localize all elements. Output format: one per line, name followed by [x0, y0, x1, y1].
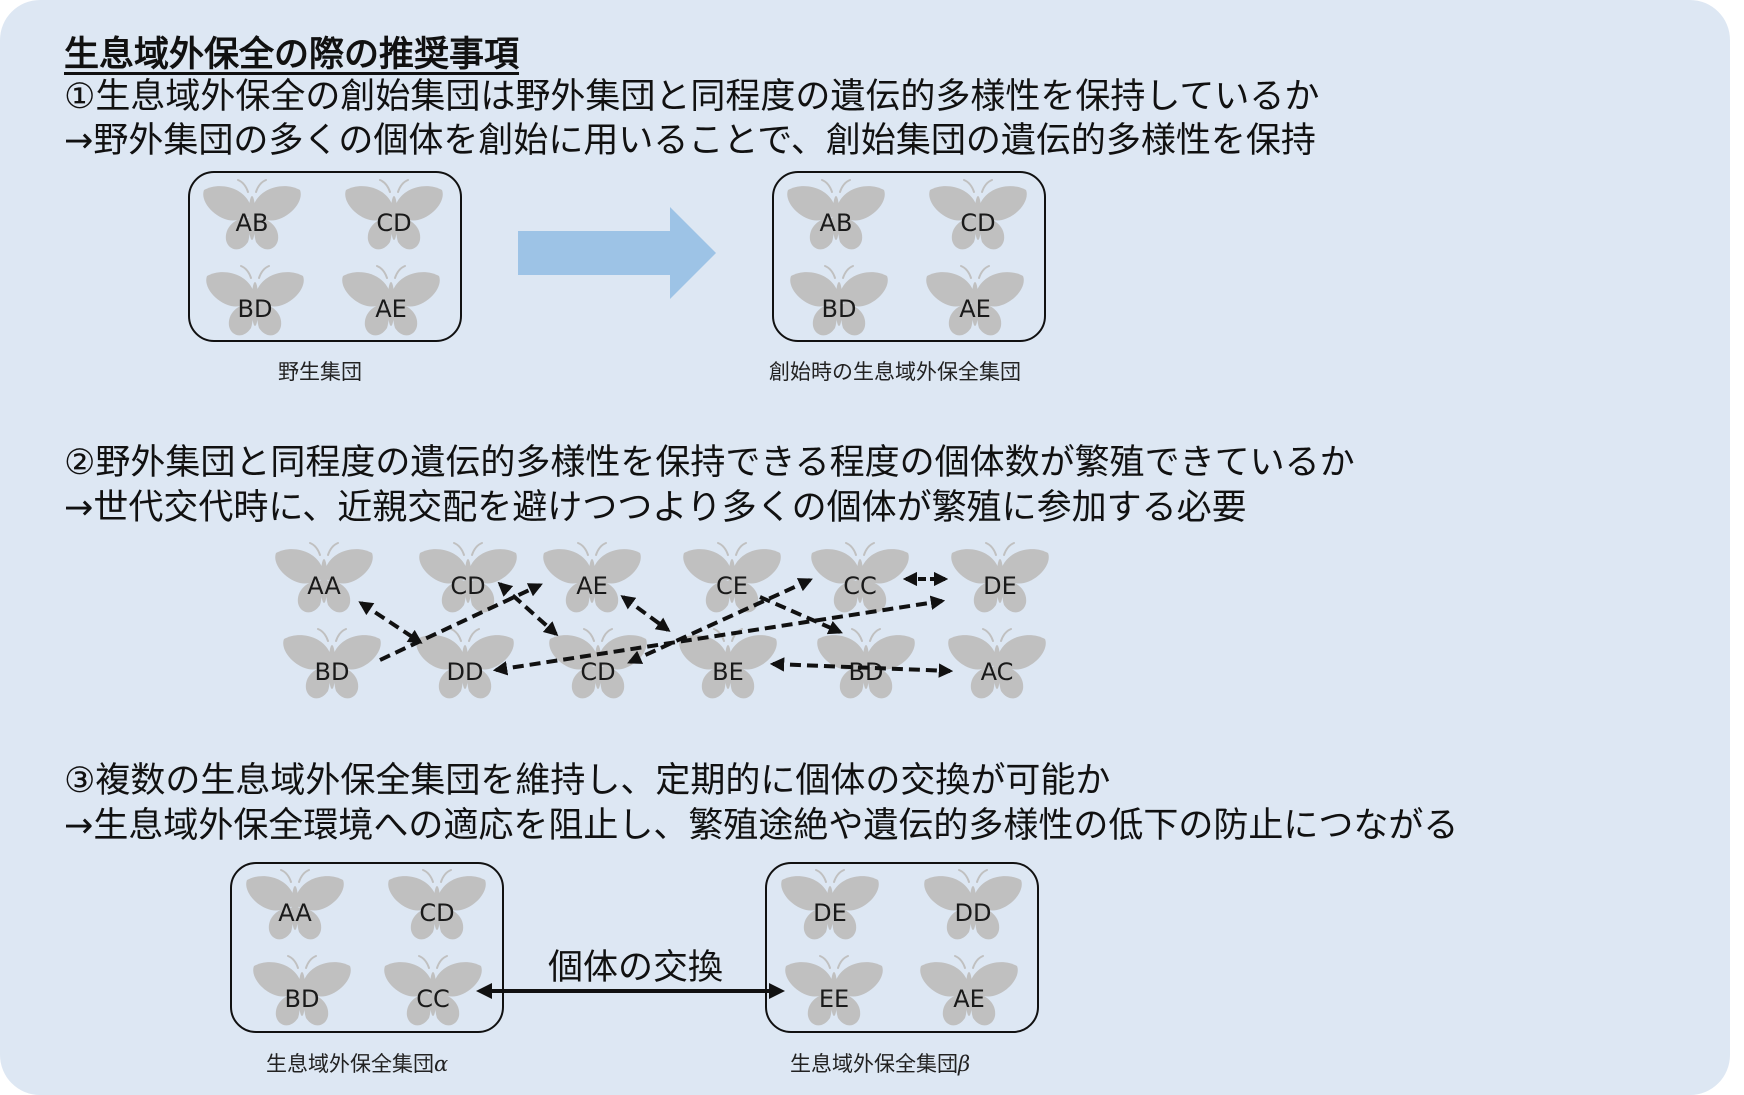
group-beta-box — [765, 862, 1039, 1033]
butterfly-icon: DD — [921, 868, 1025, 946]
butterfly-icon: AC — [945, 627, 1049, 705]
genotype-label: CD — [580, 658, 616, 686]
butterfly-icon: DE — [948, 541, 1052, 619]
genotype-label: BE — [712, 658, 744, 686]
genotype-label: CD — [450, 572, 486, 600]
butterfly-icon: AB — [200, 178, 304, 256]
group-alpha-caption-symbol: α — [434, 1052, 449, 1076]
genotype-label: DD — [446, 658, 484, 686]
genotype-label: BD — [237, 295, 273, 323]
founder-group-box — [772, 171, 1046, 342]
butterfly-icon: CD — [416, 541, 520, 619]
genotype-label: CD — [960, 209, 996, 237]
group-alpha-box — [230, 862, 504, 1033]
genotype-label: BD — [821, 295, 857, 323]
genotype-label: CE — [716, 572, 748, 600]
group-beta-caption: 生息域外保全集団β — [790, 1048, 970, 1078]
genotype-label: AC — [980, 658, 1014, 686]
butterfly-icon: AA — [243, 868, 347, 946]
butterfly-icon: DE — [778, 868, 882, 946]
point2-answer: →世代交代時に、近親交配を避けつつより多くの個体が繁殖に参加する必要 — [64, 488, 1247, 528]
butterfly-icon: BD — [280, 627, 384, 705]
genotype-label: DE — [813, 899, 847, 927]
genotype-label: BD — [284, 985, 320, 1013]
butterfly-icon: BD — [814, 627, 918, 705]
genotype-label: CD — [376, 209, 412, 237]
butterfly-icon: CD — [385, 868, 489, 946]
genotype-label: AE — [953, 985, 985, 1013]
wild-group-caption: 野生集団 — [278, 360, 362, 384]
butterfly-icon: EE — [782, 954, 886, 1032]
point1-answer: →野外集団の多くの個体を創始に用いることで、創始集団の遺伝的多様性を保持 — [64, 121, 1316, 161]
butterfly-icon: CD — [546, 627, 650, 705]
genotype-label: AE — [576, 572, 608, 600]
genotype-label: DD — [954, 899, 992, 927]
group-alpha-caption-text: 生息域外保全集団 — [266, 1052, 434, 1076]
genotype-label: BD — [314, 658, 350, 686]
genotype-label: BD — [848, 658, 884, 686]
wild-group-box — [188, 171, 462, 342]
page-title: 生息域外保全の際の推奨事項 — [64, 35, 520, 75]
butterfly-icon: CD — [926, 178, 1030, 256]
genotype-label: EE — [818, 985, 850, 1013]
butterfly-icon: CC — [381, 954, 485, 1032]
point3-answer: →生息域外保全環境への適応を阻止し、繁殖途絶や遺伝的多様性の低下の防止につながる — [64, 806, 1459, 846]
butterfly-icon: AE — [540, 541, 644, 619]
point3-question: ③複数の生息域外保全集団を維持し、定期的に個体の交換が可能か — [64, 761, 1111, 801]
butterfly-icon: BD — [787, 264, 891, 342]
genotype-label: CD — [419, 899, 455, 927]
genotype-label: AE — [959, 295, 991, 323]
butterfly-icon: AE — [917, 954, 1021, 1032]
genotype-label: AA — [307, 572, 341, 600]
butterfly-icon: CD — [342, 178, 446, 256]
exchange-label: 個体の交換 — [548, 948, 724, 988]
point1-question: ①生息域外保全の創始集団は野外集団と同程度の遺伝的多様性を保持しているか — [64, 77, 1320, 117]
founder-group-caption: 創始時の生息域外保全集団 — [769, 360, 1021, 384]
group-beta-caption-text: 生息域外保全集団 — [790, 1052, 958, 1076]
butterfly-icon: CE — [680, 541, 784, 619]
point2-question: ②野外集団と同程度の遺伝的多様性を保持できる程度の個体数が繁殖できているか — [64, 443, 1355, 483]
butterfly-icon: AA — [272, 541, 376, 619]
genotype-label: CC — [843, 572, 877, 600]
butterfly-icon: DD — [413, 627, 517, 705]
butterfly-icon: AE — [339, 264, 443, 342]
butterfly-icon: CC — [808, 541, 912, 619]
butterfly-icon: AE — [923, 264, 1027, 342]
butterfly-icon: BD — [250, 954, 354, 1032]
genotype-label: DE — [983, 572, 1017, 600]
butterfly-icon: BE — [676, 627, 780, 705]
genotype-label: CC — [416, 985, 450, 1013]
group-alpha-caption: 生息域外保全集団α — [266, 1048, 448, 1078]
genotype-label: AE — [375, 295, 407, 323]
genotype-label: AB — [819, 209, 853, 237]
genotype-label: AA — [278, 899, 312, 927]
butterfly-icon: BD — [203, 264, 307, 342]
genotype-label: AB — [235, 209, 269, 237]
group-beta-caption-symbol: β — [958, 1052, 971, 1076]
butterfly-icon: AB — [784, 178, 888, 256]
